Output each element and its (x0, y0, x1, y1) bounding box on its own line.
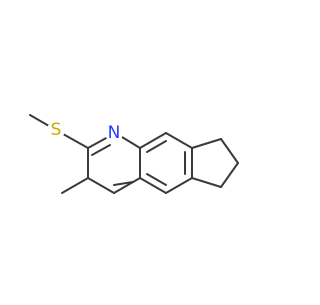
bond-c3-methyl (61, 177, 89, 194)
nitrogen-label-background (105, 124, 123, 142)
bond-c8-c7a (165, 132, 193, 149)
bond-c7a-c7 (191, 138, 222, 149)
sulfur-label-background (47, 121, 65, 139)
nitrogen-atom-label: N (108, 123, 121, 143)
bond-c4a-c4 (113, 177, 141, 194)
molecule-diagram: S N (29, 114, 239, 194)
structure-canvas: S N (29, 114, 239, 194)
bond-c7-c6 (220, 138, 239, 164)
bond-methyl-sulfur (29, 114, 50, 127)
bond-c5-c4a (139, 177, 167, 194)
bond-c4b-c5 (165, 177, 193, 194)
bond-c5-c4a-double (146, 173, 167, 186)
bond-group (29, 114, 239, 194)
bond-c4a-c4-double (113, 181, 134, 186)
atom-label-group: S N (47, 120, 123, 143)
bond-c8a-c8 (139, 132, 167, 149)
bond-n1-c8a (121, 136, 141, 149)
bond-c2-n1 (87, 136, 109, 149)
sulfur-atom-label: S (51, 120, 62, 140)
bond-c2-n1-double (91, 144, 111, 156)
bond-c6-c5ring (220, 162, 239, 188)
bond-sulfur-c2 (62, 133, 89, 149)
bond-c5ring-c4b (191, 177, 222, 188)
bond-c8a-c8-double (146, 140, 167, 153)
bond-c4-c3 (87, 177, 115, 194)
